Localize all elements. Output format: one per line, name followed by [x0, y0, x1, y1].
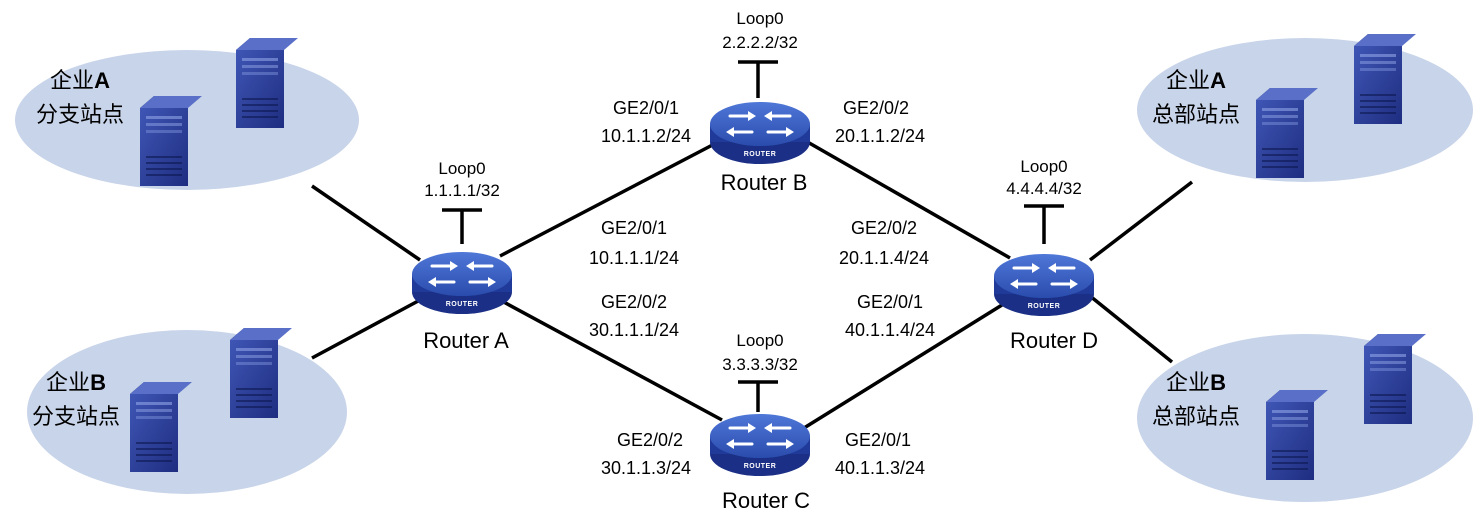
- router-a-icon: ROUTER: [410, 250, 514, 316]
- svg-text:企业B: 企业B: [1166, 370, 1226, 396]
- intf-a-to-c-ip: 30.1.1.1/24: [589, 320, 679, 340]
- intf-b-to-a-ip: 10.1.1.2/24: [601, 126, 691, 146]
- intf-a-to-b-ip: 10.1.1.1/24: [589, 248, 679, 268]
- router-d-icon: ROUTER: [992, 252, 1096, 318]
- svg-text:企业B: 企业B: [46, 370, 106, 396]
- router-a-name: Router A: [423, 328, 509, 353]
- intf-b-to-d-port: GE2/0/2: [843, 98, 909, 118]
- site-name: 总部站点: [1152, 405, 1240, 430]
- site-name: 分支站点: [32, 405, 120, 430]
- router-d-name: Router D: [1010, 328, 1098, 353]
- intf-d-to-c-port: GE2/0/1: [857, 292, 923, 312]
- router-c-icon: ROUTER: [708, 412, 812, 478]
- svg-text:企业A: 企业A: [1166, 68, 1226, 94]
- company-label: 企业: [1166, 371, 1210, 396]
- company-letter: A: [1210, 68, 1226, 93]
- intf-c-to-a-ip: 30.1.1.3/24: [601, 458, 691, 478]
- router-badge: ROUTER: [744, 463, 777, 470]
- router-c-loop-ip: 3.3.3.3/32: [722, 355, 798, 374]
- router-d-loop-name: Loop0: [1020, 157, 1067, 176]
- svg-text:企业A: 企业A: [50, 68, 110, 94]
- site-name: 总部站点: [1152, 103, 1240, 128]
- company-letter: B: [90, 370, 106, 395]
- intf-d-to-b-ip: 20.1.1.4/24: [839, 248, 929, 268]
- intf-d-to-c-ip: 40.1.1.4/24: [845, 320, 935, 340]
- intf-a-to-b-port: GE2/0/1: [601, 218, 667, 238]
- router-b-icon: ROUTER: [708, 100, 812, 166]
- link-branch-a-router-a: [311, 184, 421, 262]
- link-router-c-router-d: [803, 298, 1011, 430]
- router-b-loop-ip: 2.2.2.2/32: [722, 33, 798, 52]
- router-c-loop-name: Loop0: [736, 331, 783, 350]
- router-badge: ROUTER: [744, 151, 777, 158]
- link-router-a-router-c: [499, 298, 723, 422]
- company-label: 企业: [46, 371, 90, 396]
- site-name: 分支站点: [36, 103, 124, 128]
- router-a-loop-name: Loop0: [438, 159, 485, 178]
- link-router-d-hq-a: [1088, 180, 1194, 262]
- intf-c-to-d-ip: 40.1.1.3/24: [835, 458, 925, 478]
- link-branch-b-router-a: [311, 298, 421, 360]
- site-label-a-branch: 企业A 分支站点: [36, 68, 124, 128]
- router-badge: ROUTER: [1028, 303, 1061, 310]
- link-router-a-router-b: [499, 138, 723, 258]
- intf-c-to-a-port: GE2/0/2: [617, 430, 683, 450]
- company-label: 企业: [50, 69, 94, 94]
- company-letter: B: [1210, 370, 1226, 395]
- router-b-name: Router B: [721, 170, 808, 195]
- router-d-loop-ip: 4.4.4.4/32: [1006, 179, 1082, 198]
- site-label-a-hq: 企业A 总部站点: [1152, 68, 1240, 128]
- router-b-loop-name: Loop0: [736, 9, 783, 28]
- router-badge: ROUTER: [446, 301, 479, 308]
- site-label-b-hq: 企业B 总部站点: [1152, 370, 1240, 430]
- intf-c-to-d-port: GE2/0/1: [845, 430, 911, 450]
- loopback-stubs: [442, 60, 1064, 412]
- company-letter: A: [94, 68, 110, 93]
- intf-a-to-c-port: GE2/0/2: [601, 292, 667, 312]
- link-router-d-hq-b: [1088, 294, 1174, 364]
- link-router-b-router-d: [803, 138, 1011, 260]
- intf-b-to-d-ip: 20.1.1.2/24: [835, 126, 925, 146]
- site-label-b-branch: 企业B 分支站点: [32, 370, 120, 430]
- intf-b-to-a-port: GE2/0/1: [613, 98, 679, 118]
- router-c-name: Router C: [722, 488, 810, 513]
- network-links: [311, 138, 1194, 430]
- company-label: 企业: [1166, 69, 1210, 94]
- router-a-loop-ip: 1.1.1.1/32: [424, 181, 500, 200]
- intf-d-to-b-port: GE2/0/2: [851, 218, 917, 238]
